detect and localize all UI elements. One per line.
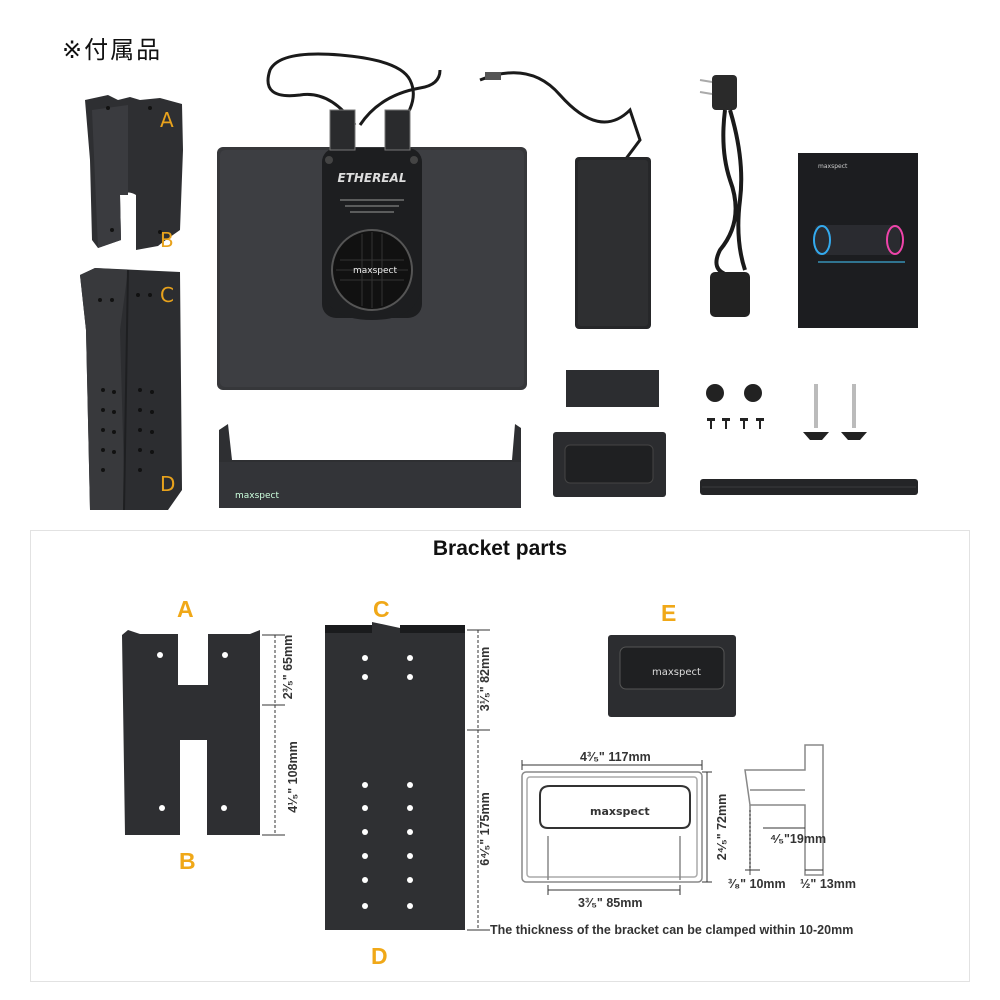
dim-side-10: ³⁄₈" 10mm [728, 877, 786, 891]
photo-label-d: D [160, 472, 176, 496]
part-ab-drawing [122, 630, 260, 835]
dim-e-height: 2⁴⁄₅" 72mm [715, 793, 729, 861]
photo-label-c: C [160, 283, 174, 307]
bracket-parts-panel: Bracket parts [30, 530, 970, 982]
panel-maxspect-logo: maxspect [353, 266, 397, 276]
diagram-label-e: E [661, 600, 677, 626]
part-e-front-logo: maxspect [590, 805, 650, 818]
part-e-drawing: maxspect [608, 635, 736, 717]
accessories-photo: ETHEREAL maxspect maxspect [80, 52, 918, 511]
power-adapter-photo [479, 71, 651, 329]
bracket-cd-photo [80, 268, 182, 511]
photo-label-b: B [160, 228, 174, 252]
dim-c-top: 3¹⁄₅" 82mm [478, 646, 492, 712]
photo-label-a: A [160, 108, 174, 132]
dim-side-13: ½" 13mm [800, 877, 856, 891]
page-title: ※付属品 [62, 36, 163, 64]
part-e-front-drawing [521, 771, 703, 883]
power-cord-photo [699, 75, 750, 317]
dim-a-bottom: 4¹⁄₅" 108mm [286, 741, 300, 813]
led-panel-photo: ETHEREAL maxspect [217, 109, 527, 390]
part-cd-drawing [325, 622, 465, 930]
tray-photo: maxspect [219, 424, 521, 508]
diagram-label-d: D [371, 943, 388, 969]
manual-logo: maxspect [818, 163, 848, 170]
dim-a-top: 2³⁄₅" 65mm [281, 634, 295, 700]
diagram-label-a: A [177, 596, 194, 622]
bracket-parts-title: Bracket parts [432, 537, 568, 560]
spacer-block-photo [566, 370, 659, 407]
bracket-e-photo [553, 432, 666, 497]
part-e-side-drawing [744, 744, 824, 876]
dim-e-width: 4³⁄₅" 117mm [580, 750, 651, 764]
dim-c-bottom: 6⁴⁄₅" 175mm [478, 792, 492, 866]
thickness-note: The thickness of the bracket can be clam… [490, 923, 854, 937]
dim-side-19: ⁴⁄₅"19mm [770, 832, 827, 846]
part-e-logo: maxspect [652, 667, 701, 678]
diagram-label-c: C [373, 596, 390, 622]
product-logo-text: ETHEREAL [338, 171, 407, 185]
diagram-label-b: B [179, 848, 196, 874]
bracket-ab-photo [85, 95, 183, 250]
tray-logo: maxspect [235, 491, 279, 501]
dim-e-inner: 3³⁄₅" 85mm [578, 896, 643, 910]
manual-photo: maxspect [798, 153, 918, 328]
knobs-screws-photo [706, 384, 867, 440]
